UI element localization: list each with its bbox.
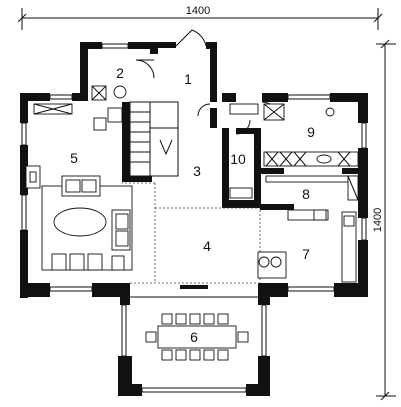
room-label-2: 2 (116, 65, 124, 81)
room-label-3: 3 (193, 163, 201, 179)
room-label-4: 4 (203, 238, 211, 254)
room-label-6: 6 (190, 329, 198, 345)
walls (20, 42, 368, 396)
windows (21, 43, 367, 393)
staircase (129, 101, 179, 177)
room-labels: 1 2 3 4 5 6 7 8 9 10 (70, 65, 315, 345)
room-label-9: 9 (307, 124, 315, 140)
height-dimension-label: 1400 (372, 208, 384, 232)
room-label-5: 5 (70, 150, 78, 166)
dimension-top: 1400 (17, 5, 383, 30)
zone-lines (122, 182, 261, 284)
room-label-7: 7 (302, 246, 310, 262)
room-label-1: 1 (184, 71, 192, 87)
dimension-right: 1400 (372, 39, 396, 401)
width-dimension-label: 1400 (186, 5, 210, 17)
room-label-8: 8 (302, 186, 310, 202)
furniture (25, 85, 359, 361)
room-label-10: 10 (230, 151, 246, 167)
